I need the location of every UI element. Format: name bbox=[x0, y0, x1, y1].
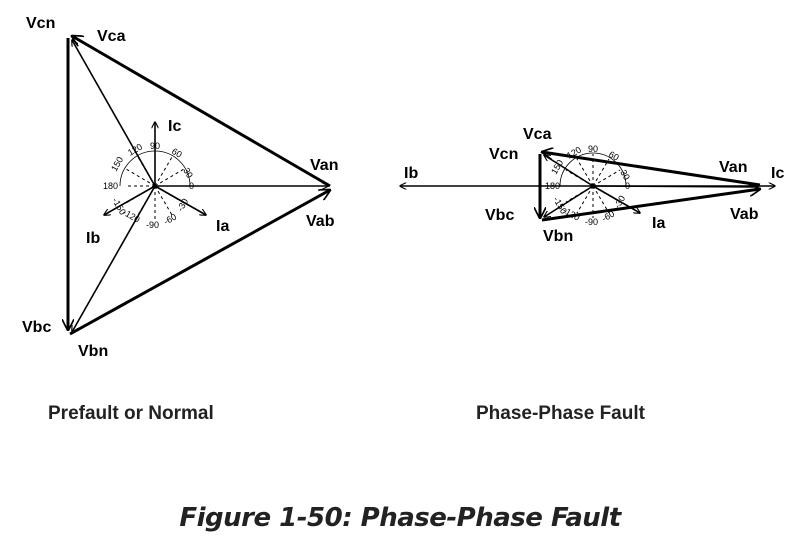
tick-0: 0 bbox=[189, 181, 194, 191]
caption-phase-phase-fault: Phase-Phase Fault bbox=[476, 403, 646, 424]
label-ia: Ia bbox=[216, 218, 229, 235]
tick-90: 90 bbox=[150, 141, 160, 151]
tick-180: 180 bbox=[103, 181, 118, 191]
tick-60: 60 bbox=[607, 149, 621, 163]
ib-vector-line bbox=[104, 185, 156, 215]
tick-60: 60 bbox=[170, 146, 184, 160]
label-ib: Ib bbox=[86, 230, 100, 247]
ia-vector-line bbox=[154, 185, 206, 215]
label-van: Van bbox=[310, 157, 338, 174]
label-vca: Vca bbox=[523, 126, 552, 143]
label-vcn: Vcn bbox=[26, 15, 55, 32]
van-vector-line bbox=[592, 186, 758, 187]
tick-30: 30 bbox=[181, 166, 195, 180]
label-ic: Ic bbox=[771, 165, 784, 182]
tick-90: 90 bbox=[588, 144, 598, 154]
vbn-vector-line bbox=[72, 185, 156, 332]
angle-reference-rose bbox=[119, 150, 191, 220]
label-vab: Vab bbox=[306, 213, 335, 230]
label-vbc: Vbc bbox=[22, 319, 51, 336]
tick-minus-90: -90 bbox=[146, 220, 159, 230]
vcn-vector-line bbox=[72, 40, 156, 187]
label-ia: Ia bbox=[652, 215, 665, 232]
tick-minus-120: -120 bbox=[121, 207, 142, 225]
tick-minus-90: -90 bbox=[585, 217, 598, 227]
vca-vector-line bbox=[542, 152, 761, 187]
tick-120: 120 bbox=[126, 142, 144, 158]
caption-prefault: Prefault or Normal bbox=[48, 403, 214, 424]
vab-vector-line bbox=[69, 190, 330, 336]
label-vcn: Vcn bbox=[489, 146, 518, 163]
label-vab: Vab bbox=[730, 206, 759, 223]
vca-vector-line bbox=[72, 36, 331, 188]
prefault-diagram: 0 30 60 90 120 150 180 -150 -120 -90 -60… bbox=[22, 15, 338, 424]
tick-30: 30 bbox=[618, 168, 632, 182]
label-vbn: Vbn bbox=[78, 343, 108, 360]
label-vca: Vca bbox=[97, 28, 126, 45]
ia-vector-line bbox=[592, 185, 640, 213]
tick-minus-60: -60 bbox=[162, 212, 178, 227]
phase-phase-fault-diagram: 0 30 60 90 120 150 180 -150 -120 -90 -60… bbox=[400, 126, 784, 424]
label-ib: Ib bbox=[404, 165, 418, 182]
vbn-vector-line bbox=[544, 185, 594, 217]
vcn-vector-line bbox=[544, 155, 594, 187]
label-ic: Ic bbox=[168, 118, 181, 135]
figure-caption: Figure 1-50: Phase-Phase Fault bbox=[179, 503, 622, 533]
tick-180: 180 bbox=[545, 181, 560, 191]
label-vbc: Vbc bbox=[485, 207, 514, 224]
label-vbn: Vbn bbox=[543, 228, 573, 245]
angle-reference-rose bbox=[559, 152, 627, 218]
label-van: Van bbox=[719, 159, 747, 176]
tick-minus-120: -120 bbox=[561, 205, 582, 223]
tick-0: 0 bbox=[625, 181, 630, 191]
vab-vector-line bbox=[541, 189, 760, 222]
tick-150: 150 bbox=[109, 155, 125, 173]
